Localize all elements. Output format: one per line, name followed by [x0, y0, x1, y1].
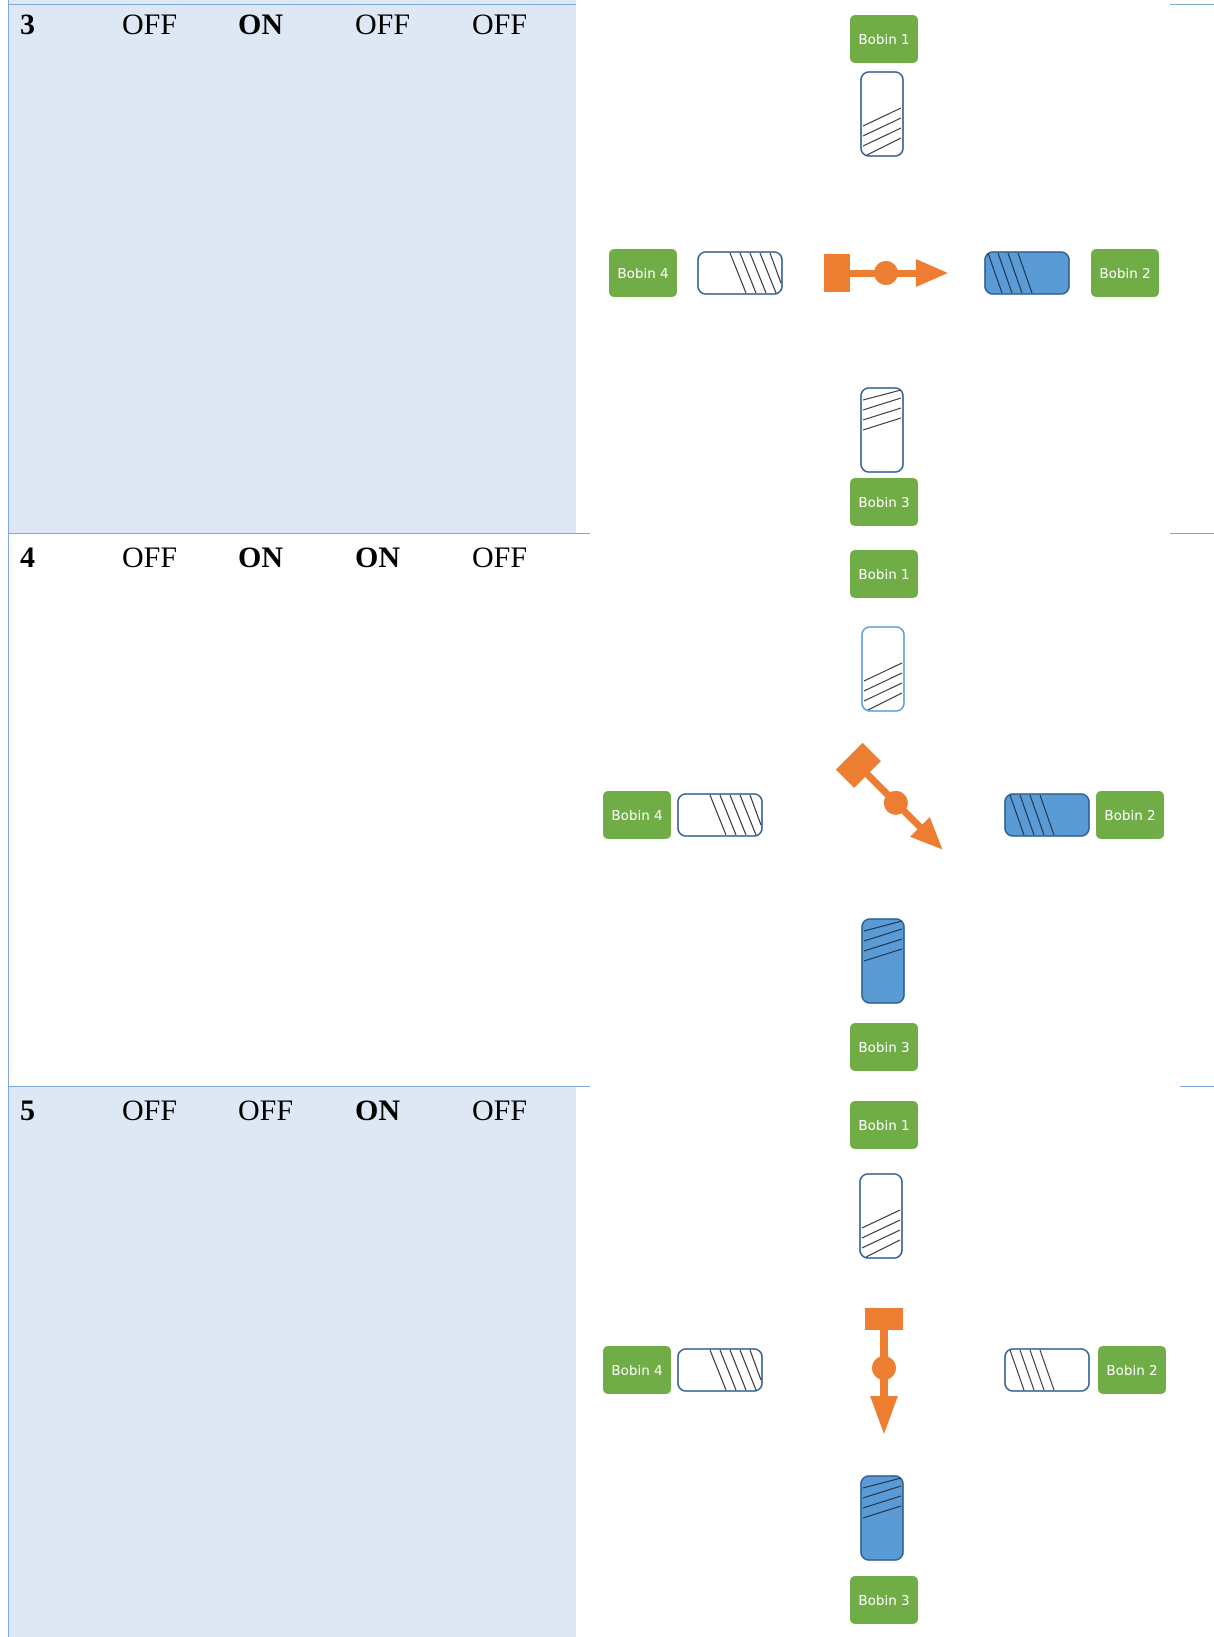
coil-4-label: Bobin 4	[603, 1346, 671, 1394]
coil-2-label: Bobin 2	[1098, 1346, 1166, 1394]
table-rule	[1170, 533, 1214, 534]
svg-text:Bobin 2: Bobin 2	[1106, 1363, 1157, 1379]
coil-4	[677, 1348, 763, 1392]
coil-4-state: OFF	[472, 1094, 528, 1127]
rotor-arrow	[835, 742, 943, 850]
stepper-diagram: Bobin 1 Bobin 4	[603, 1101, 1166, 1624]
step-number: 5	[20, 1094, 35, 1127]
coil-4-state: OFF	[472, 8, 528, 41]
coil-1	[861, 626, 905, 712]
coil-4-label: Bobin 4	[609, 249, 677, 297]
coil-3	[860, 1475, 904, 1561]
svg-text:Bobin 1: Bobin 1	[858, 567, 909, 583]
table-border-left	[8, 1086, 9, 1637]
coil-1-label: Bobin 1	[850, 1101, 918, 1149]
table-border-left	[8, 533, 9, 1086]
step-row-5: 5 OFF OFF ON OFF Bobin 1 Bobin 4	[0, 1086, 1214, 1637]
svg-text:Bobin 2: Bobin 2	[1104, 808, 1155, 824]
rotor-arrow	[865, 1308, 903, 1434]
svg-text:Bobin 1: Bobin 1	[858, 32, 909, 48]
coil-2-state: ON	[238, 541, 283, 574]
coil-3-label: Bobin 3	[850, 1576, 918, 1624]
svg-text:Bobin 3: Bobin 3	[858, 1040, 909, 1056]
row-shade	[8, 0, 576, 533]
coil-1-state: OFF	[122, 1094, 178, 1127]
coil-2-label: Bobin 2	[1096, 791, 1164, 839]
svg-text:Bobin 3: Bobin 3	[858, 1593, 909, 1609]
coil-3	[860, 387, 904, 473]
coil-1-state: OFF	[122, 8, 178, 41]
coil-4-state: OFF	[472, 541, 528, 574]
table-border-left	[8, 0, 9, 533]
table-rule	[1170, 4, 1214, 5]
coil-2-label: Bobin 2	[1091, 249, 1159, 297]
table-rule	[8, 1086, 590, 1087]
svg-text:Bobin 2: Bobin 2	[1099, 266, 1150, 282]
svg-text:Bobin 3: Bobin 3	[858, 495, 909, 511]
coil-4	[697, 251, 783, 295]
svg-text:Bobin 4: Bobin 4	[617, 266, 668, 282]
row-shade	[8, 1086, 576, 1637]
coil-3-state: OFF	[355, 8, 411, 41]
coil-3	[861, 918, 905, 1004]
rotor-arrow	[824, 254, 948, 292]
coil-1	[860, 71, 904, 157]
coil-1-label: Bobin 1	[850, 15, 918, 63]
coil-2	[1004, 1348, 1090, 1392]
step-row-3: 3 OFF ON OFF OFF Bobin 1 Bobin 4	[0, 0, 1214, 533]
step-row-4: 4 OFF ON ON OFF Bobin 1 Bobin 4	[0, 533, 1214, 1086]
coil-4	[677, 793, 763, 837]
coil-1-state: OFF	[122, 541, 178, 574]
coil-2	[1004, 793, 1090, 837]
svg-text:Bobin 4: Bobin 4	[611, 808, 662, 824]
coil-2-state: OFF	[238, 1094, 294, 1127]
coil-1	[859, 1173, 903, 1259]
table-rule	[8, 4, 576, 5]
stepper-diagram: Bobin 1 Bobin 4	[609, 15, 1159, 526]
coil-1-label: Bobin 1	[850, 550, 918, 598]
coil-2	[984, 251, 1070, 295]
coil-4-label: Bobin 4	[603, 791, 671, 839]
coil-3-label: Bobin 3	[850, 478, 918, 526]
step-number: 3	[20, 8, 35, 41]
svg-text:Bobin 1: Bobin 1	[858, 1118, 909, 1134]
svg-text:Bobin 4: Bobin 4	[611, 1363, 662, 1379]
coil-3-label: Bobin 3	[850, 1023, 918, 1071]
stepper-diagram: Bobin 1 Bobin 4	[603, 550, 1164, 1071]
step-number: 4	[20, 541, 35, 574]
coil-2-state: ON	[238, 8, 283, 41]
coil-3-state: ON	[355, 1094, 400, 1127]
table-rule	[8, 533, 590, 534]
table-rule	[1180, 1086, 1214, 1087]
coil-3-state: ON	[355, 541, 400, 574]
